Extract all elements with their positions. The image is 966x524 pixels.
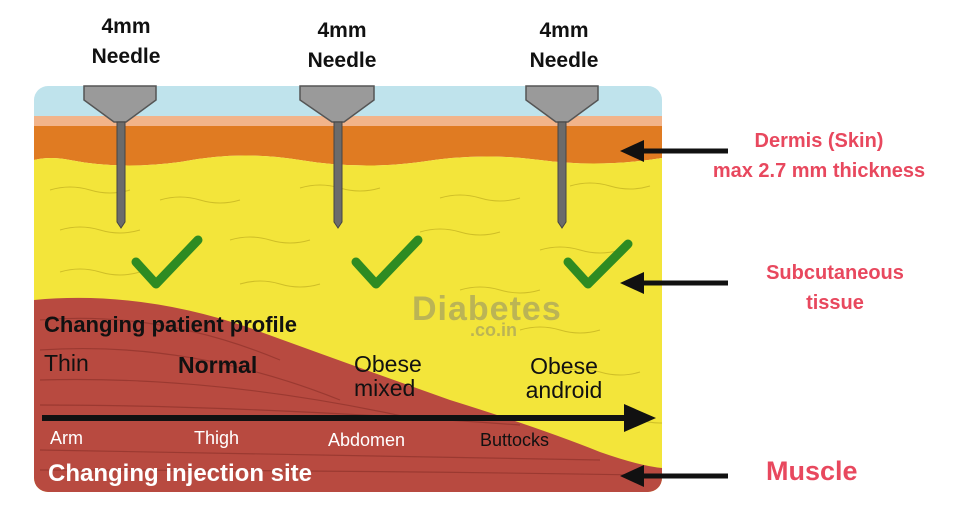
dermis-label: Dermis (Skin) max 2.7 mm thickness xyxy=(684,126,954,186)
profile-obese-mixed: Obese mixed xyxy=(354,351,422,401)
subcutaneous-subtitle: tissue xyxy=(806,292,864,314)
needle-label-1: 4mm Needle xyxy=(66,12,186,72)
needle-size: 4mm xyxy=(101,15,151,38)
needle-word: Needle xyxy=(307,49,377,72)
watermark-domain: .co.in xyxy=(470,320,518,340)
check-icon xyxy=(563,239,633,289)
subcutaneous-title: Subcutaneous xyxy=(766,262,904,284)
muscle-texture xyxy=(39,317,641,476)
needle-label-3: 4mm Needle xyxy=(504,16,624,76)
watermark-logo: Diabetes xyxy=(412,290,562,328)
check-icon xyxy=(131,235,203,289)
sites-title: Changing injection site xyxy=(48,460,313,487)
dermis-pointer-arrow xyxy=(620,140,728,162)
muscle-pointer-arrow xyxy=(620,465,728,487)
needle-word: Needle xyxy=(529,49,599,72)
needle-label-2: 4mm Needle xyxy=(282,16,402,76)
subcutaneous-pointer-arrow xyxy=(620,272,728,294)
site-arm: Arm xyxy=(50,428,83,448)
needle-2 xyxy=(299,85,375,229)
needle-1 xyxy=(83,85,157,229)
fat-texture xyxy=(49,182,662,424)
needle-word: Needle xyxy=(91,45,161,68)
dermis-thickness: max 2.7 mm thickness xyxy=(712,160,926,182)
profile-title: Changing patient profile xyxy=(44,312,297,337)
site-thigh: Thigh xyxy=(194,428,240,448)
epidermis-layer xyxy=(34,116,662,128)
profile-normal: Normal xyxy=(178,352,258,378)
needle-size: 4mm xyxy=(317,19,367,42)
needle-3 xyxy=(525,85,599,229)
check-icon xyxy=(351,235,423,289)
profile-obese-android: Obese android xyxy=(525,353,603,403)
dermis-layer xyxy=(34,126,662,166)
site-abdomen: Abdomen xyxy=(328,430,406,450)
site-buttocks: Buttocks xyxy=(480,430,550,450)
muscle-layer xyxy=(34,297,662,492)
progression-arrow xyxy=(42,404,656,432)
muscle-label: Muscle xyxy=(766,456,858,486)
needle-size: 4mm xyxy=(539,19,589,42)
subcutaneous-label: Subcutaneous tissue xyxy=(730,258,940,318)
dermis-title: Dermis (Skin) xyxy=(754,130,884,152)
profile-thin: Thin xyxy=(44,350,89,376)
